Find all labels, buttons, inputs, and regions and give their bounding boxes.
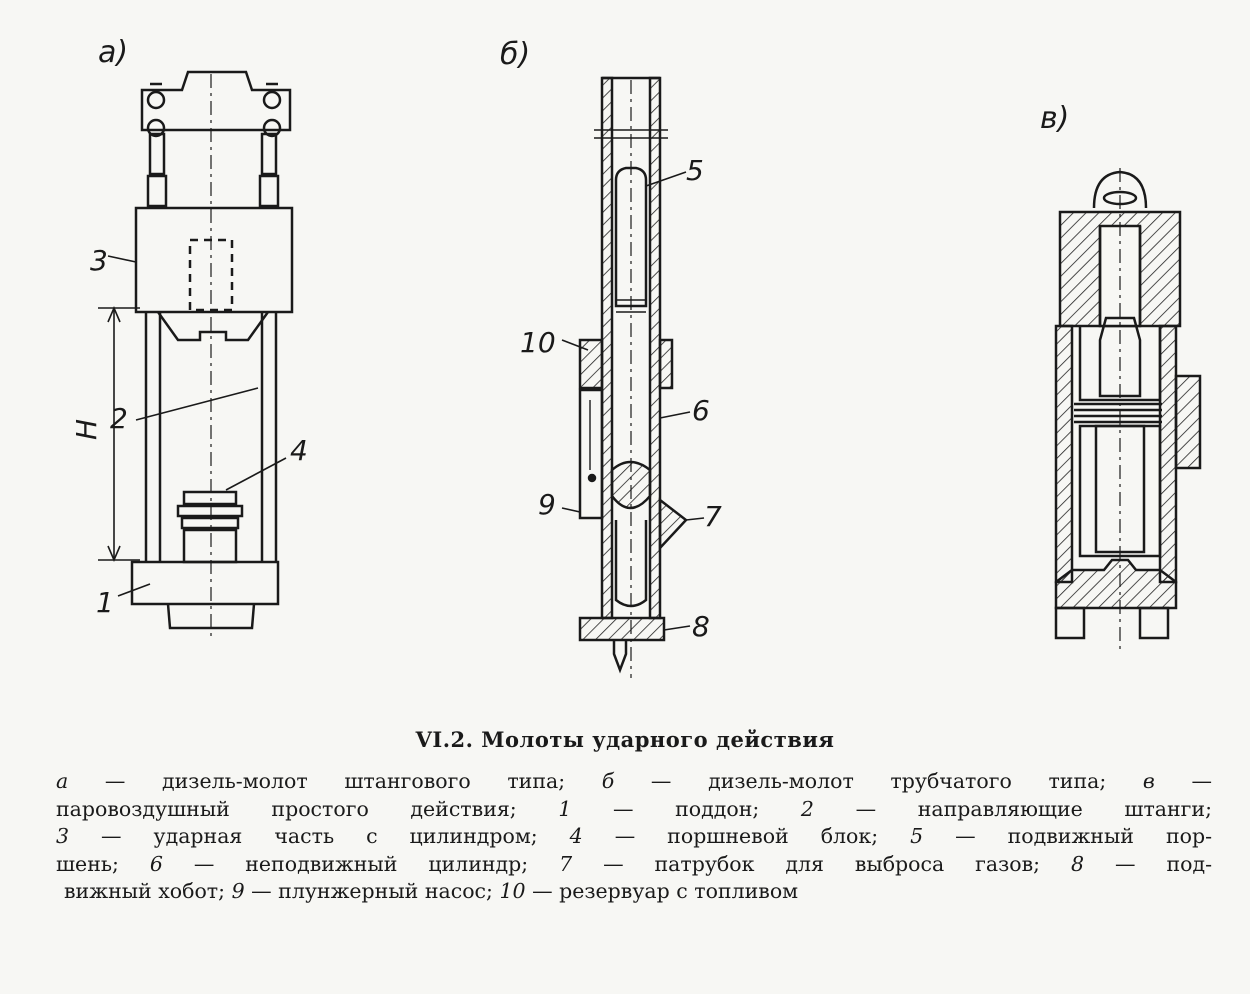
caption-text: — поддон; — [571, 796, 801, 821]
caption-text: — резервуар с топливом — [525, 879, 799, 903]
caption-text: — дизель-молот штангового типа; — [68, 769, 602, 793]
caption-text: — дизель-молот трубчатого типа; — [614, 769, 1143, 793]
caption-text: — поршневой блок; — [582, 824, 911, 848]
callout-a-1: 1 — [96, 586, 114, 619]
callout-a-2: 2 — [110, 402, 128, 435]
caption-key: 10 — [499, 879, 526, 903]
callout-b-5: 5 — [686, 154, 704, 187]
figure-drawing: а) 3 2 4 — [70, 35, 1202, 678]
caption-line: 3 — ударная часть с цилиндром; 4 — поршн… — [56, 823, 1212, 851]
caption-key: 6 — [149, 851, 163, 876]
callout-b-6: 6 — [692, 394, 710, 427]
caption-line: вижный хобот; 9 — плунжерный насос; 10 —… — [56, 878, 1212, 906]
callout-a-H: H — [70, 419, 103, 440]
caption-text: — подвижный пор- — [923, 824, 1212, 848]
caption-text: шень; — [56, 851, 150, 876]
caption-line: паровоздушный простого действия; 1 — под… — [56, 796, 1212, 824]
callout-b-7: 7 — [704, 500, 722, 533]
caption-text: — под- — [1084, 851, 1212, 876]
caption-body: а — дизель-молот штангового типа; б — ди… — [56, 768, 1212, 906]
panel-b-label: б) — [500, 37, 530, 72]
caption-line: а — дизель-молот штангового типа; б — ди… — [56, 768, 1212, 796]
callout-b-8: 8 — [692, 610, 710, 643]
caption-key: а — [56, 769, 69, 793]
caption-key: б — [601, 769, 615, 793]
callout-a-3: 3 — [90, 244, 108, 277]
caption-text: — патрубок для выброса газов; — [572, 851, 1072, 876]
caption-key: 3 — [56, 824, 70, 848]
callout-b-10: 10 — [520, 326, 556, 359]
panel-a: а) — [98, 35, 294, 640]
caption-key: в — [1142, 769, 1155, 793]
caption-key: 1 — [558, 796, 572, 821]
caption-line: шень; 6 — неподвижный цилиндр; 7 — патру… — [56, 851, 1212, 879]
callout-b-9: 9 — [538, 488, 556, 521]
caption-text: — неподвижный цилиндр; — [162, 851, 560, 876]
caption-text: вижный хобот; — [64, 879, 232, 903]
panel-v-label: в) — [1040, 101, 1069, 136]
caption-text: паровоздушный простого действия; — [56, 796, 559, 821]
panel-b: б) — [500, 37, 705, 678]
caption-key: 8 — [1071, 851, 1085, 876]
caption-title: VI.2. Молоты ударного действия — [415, 727, 835, 752]
caption-key: 9 — [231, 879, 245, 903]
caption-key: 4 — [569, 824, 583, 848]
caption-text: — ударная часть с цилиндром; — [69, 824, 570, 848]
panel-a-label: а) — [98, 35, 128, 70]
caption-key: 2 — [800, 796, 814, 821]
caption-text: — — [1154, 769, 1212, 793]
caption-text: — плунжерный насос; — [244, 879, 500, 903]
callout-a-4: 4 — [290, 434, 308, 467]
caption-text: — направляющие штанги; — [813, 796, 1212, 821]
caption-key: 7 — [559, 851, 573, 876]
caption-key: 5 — [910, 824, 924, 848]
panel-v: в) — [1040, 101, 1202, 650]
